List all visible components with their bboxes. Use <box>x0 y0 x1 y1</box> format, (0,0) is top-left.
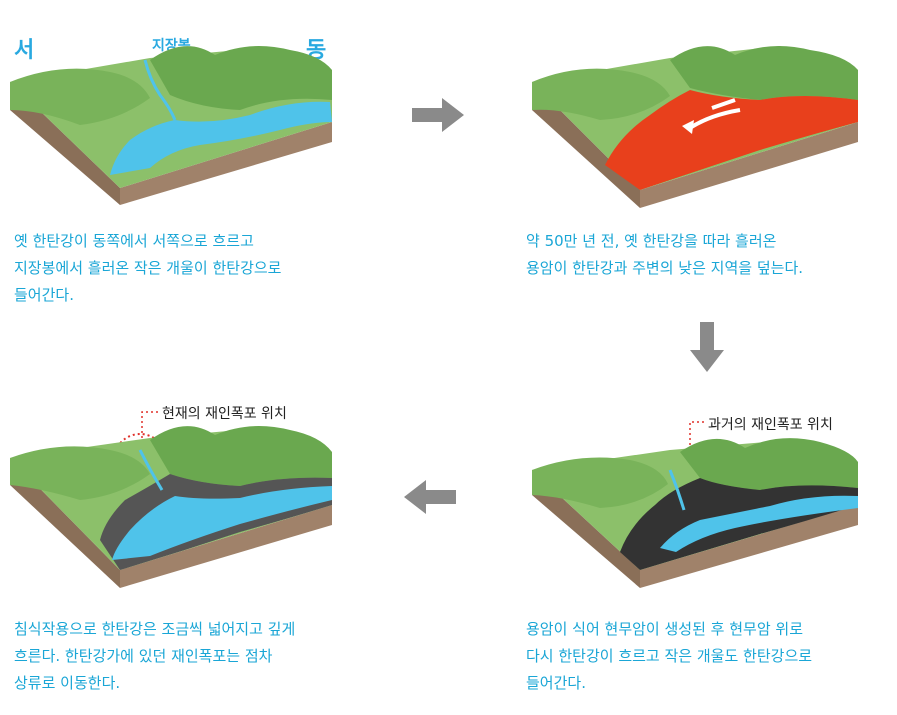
caption-4: 침식작용으로 한탄강은 조금씩 넓어지고 깊게 흐른다. 한탄강가에 있던 재인… <box>14 616 295 697</box>
